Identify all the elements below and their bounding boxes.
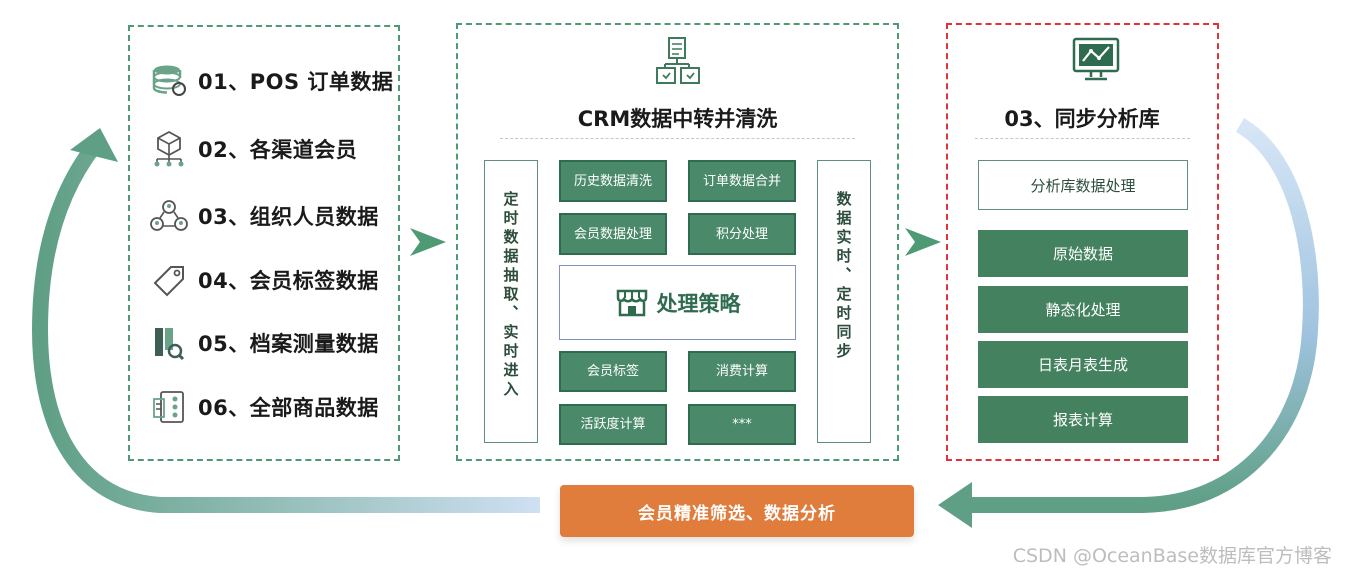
analysis-panel (946, 23, 1219, 461)
source-item: 03、组织人员数据 (150, 196, 379, 236)
analysis-step-button[interactable]: 静态化处理 (978, 286, 1188, 333)
source-label: 05、档案测量数据 (198, 332, 379, 356)
right-return-arrow (965, 118, 1319, 513)
sources-panel (128, 25, 400, 461)
monitor-chart-icon (1071, 36, 1121, 84)
source-item: 04、会员标签数据 (150, 260, 379, 300)
source-label: 01、POS 订单数据 (198, 70, 394, 94)
source-item: 05、档案测量数据 (150, 323, 379, 363)
source-label: 04、会员标签数据 (198, 269, 379, 293)
crm-panel (456, 23, 899, 461)
source-item: 01、POS 订单数据 (150, 61, 393, 101)
chevron-right-icon (410, 228, 446, 256)
database-sync-icon (150, 63, 188, 99)
crm-step-button[interactable]: 活跃度计算 (559, 404, 667, 445)
chevron-right-icon (905, 228, 941, 256)
analysis-step-button[interactable]: 原始数据 (978, 230, 1188, 277)
people-network-icon (150, 198, 188, 234)
strategy-label: 处理策略 (656, 291, 741, 316)
crm-step-button[interactable]: 消费计算 (688, 351, 796, 392)
analysis-header-label: 分析库数据处理 (1030, 176, 1136, 195)
watermark: CSDN @OceanBase数据库官方博客 (1012, 545, 1332, 567)
source-item: 06、全部商品数据 (150, 387, 379, 427)
source-item: 02、各渠道会员 (150, 129, 357, 169)
analysis-title: 03、同步分析库 (1004, 107, 1160, 131)
analysis-step-button[interactable]: 日表月表生成 (978, 341, 1188, 388)
analysis-step-button[interactable]: 报表计算 (978, 396, 1188, 443)
left-vertical-label: 定时数据抽取、实时进入 (501, 191, 520, 400)
file-search-icon (150, 325, 188, 361)
tag-icon (150, 262, 188, 298)
right-vertical-label: 数据实时、定时同步 (834, 191, 853, 362)
analysis-header-box: 分析库数据处理 (978, 160, 1188, 210)
left-return-arrowhead (70, 128, 118, 162)
feedback-button[interactable]: 会员精准筛选、数据分析 (560, 485, 914, 537)
right-return-arrowhead (938, 482, 972, 528)
crm-step-button[interactable]: 积分处理 (688, 213, 796, 255)
crm-title: CRM数据中转并清洗 (577, 107, 778, 131)
cube-hierarchy-icon (150, 130, 188, 167)
document-flow-icon (655, 36, 701, 86)
source-label: 06、全部商品数据 (198, 396, 379, 420)
right-vertical-box: 数据实时、定时同步 (817, 160, 871, 443)
crm-step-button[interactable]: *** (688, 404, 796, 445)
left-vertical-box: 定时数据抽取、实时进入 (484, 160, 538, 443)
crm-step-button[interactable]: 历史数据清洗 (559, 160, 667, 202)
crm-step-button[interactable]: 会员数据处理 (559, 213, 667, 255)
store-icon (616, 289, 647, 316)
product-panel-icon (150, 389, 188, 425)
source-label: 03、组织人员数据 (198, 205, 379, 229)
crm-step-button[interactable]: 会员标签 (559, 351, 667, 392)
title-divider (500, 138, 855, 139)
crm-step-button[interactable]: 订单数据合并 (688, 160, 796, 202)
title-divider (975, 138, 1190, 139)
strategy-box: 处理策略 (559, 265, 796, 340)
left-return-arrow (31, 140, 540, 513)
source-label: 02、各渠道会员 (198, 138, 358, 162)
